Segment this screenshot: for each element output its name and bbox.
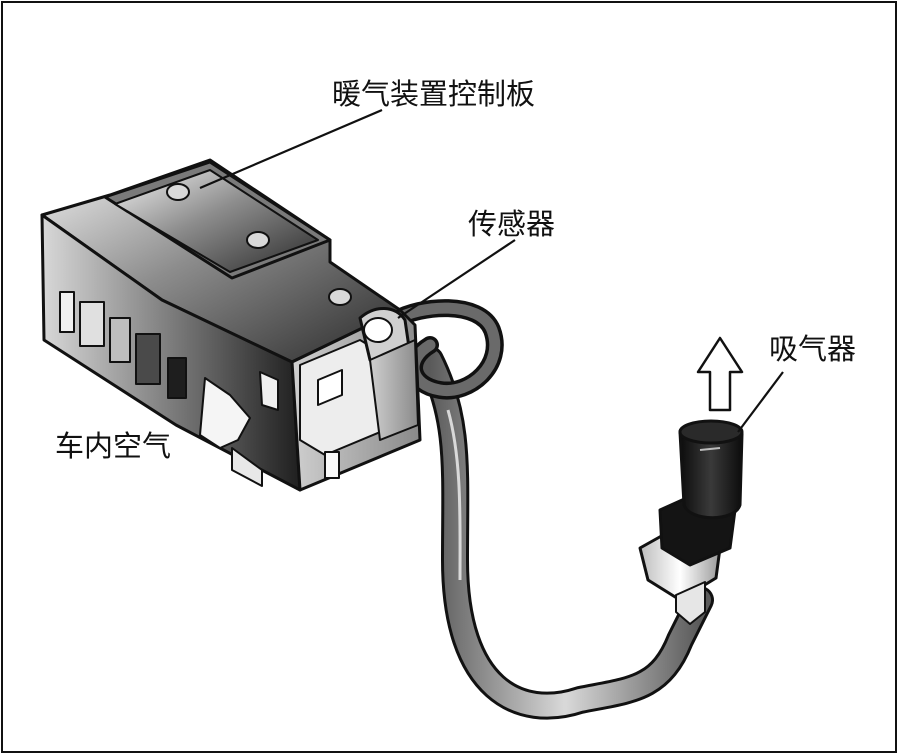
aspirator-body	[638, 419, 744, 625]
panel-screws	[166, 183, 352, 306]
leader-lines	[199, 108, 784, 433]
leader-heater-control-panel	[199, 108, 383, 190]
heater-control-panel	[40, 158, 422, 492]
heater-control-panel-label: 暖气装置控制板	[332, 77, 536, 111]
aspirator-label: 吸气器	[769, 332, 857, 366]
up-arrow-icon	[696, 336, 744, 412]
leader-aspirator	[737, 371, 784, 433]
sensor-label: 传感器	[468, 207, 556, 241]
aspirator-hose	[416, 346, 714, 720]
leader-sensor	[397, 239, 516, 319]
cabin-air-label: 车内空气	[55, 429, 172, 463]
